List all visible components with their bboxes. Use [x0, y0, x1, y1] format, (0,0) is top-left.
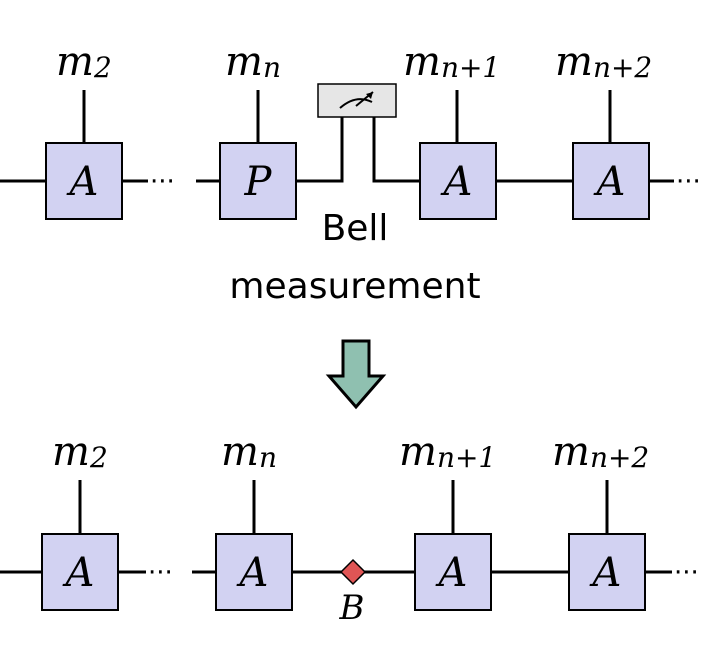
bottom-tensor-a-4-label: A — [589, 550, 622, 596]
top-wire-meter-to-a — [372, 117, 420, 183]
top-label-mn: mn — [225, 39, 281, 85]
down-arrow-icon — [325, 339, 387, 410]
bottom-tensor-a-1-label: A — [62, 550, 95, 596]
bottom-ellipsis-right: ··· — [674, 558, 699, 588]
top-tensor-a-2: A — [419, 142, 497, 220]
diamond-b-marker — [339, 558, 367, 586]
bottom-label-mn: mn — [221, 429, 277, 475]
bottom-label-mn1: mn+1 — [399, 429, 496, 475]
top-wire-p-to-meter — [296, 117, 344, 183]
bottom-row: ··· ··· A A A A B m2 mn mn+1 mn+2 — [0, 429, 699, 628]
top-row: ··· ··· A P A A m2 mn mn+1 mn+2 — [0, 39, 701, 307]
top-ellipsis-right: ··· — [676, 167, 701, 197]
top-label-m2: m2 — [56, 39, 112, 85]
top-tensor-a-3: A — [572, 142, 650, 220]
bottom-label-m2: m2 — [52, 429, 108, 475]
top-tensor-a-1: A — [45, 142, 123, 220]
top-tensor-a-1-label: A — [66, 159, 99, 205]
top-tensor-a-3-label: A — [593, 159, 626, 205]
bell-label-line2: measurement — [229, 266, 480, 307]
top-tensor-p: P — [219, 142, 297, 220]
top-ellipsis-left: ··· — [150, 167, 175, 197]
top-tensor-a-2-label: A — [440, 159, 473, 205]
diamond-b-label: B — [339, 588, 365, 628]
measurement-meter-icon — [317, 83, 397, 118]
bottom-tensor-a-3-label: A — [435, 550, 468, 596]
bottom-tensor-a-3: A — [414, 533, 492, 611]
top-label-mn1: mn+1 — [403, 39, 500, 85]
top-label-mn2: mn+2 — [555, 39, 652, 85]
top-tensor-p-label: P — [244, 159, 273, 205]
bell-label-line1: Bell — [322, 208, 389, 249]
bottom-tensor-a-2-label: A — [236, 550, 269, 596]
bottom-tensor-a-4: A — [568, 533, 646, 611]
bottom-label-mn2: mn+2 — [552, 429, 649, 475]
bottom-ellipsis-left: ··· — [148, 558, 173, 588]
bottom-tensor-a-2: A — [215, 533, 293, 611]
bottom-tensor-a-1: A — [41, 533, 119, 611]
